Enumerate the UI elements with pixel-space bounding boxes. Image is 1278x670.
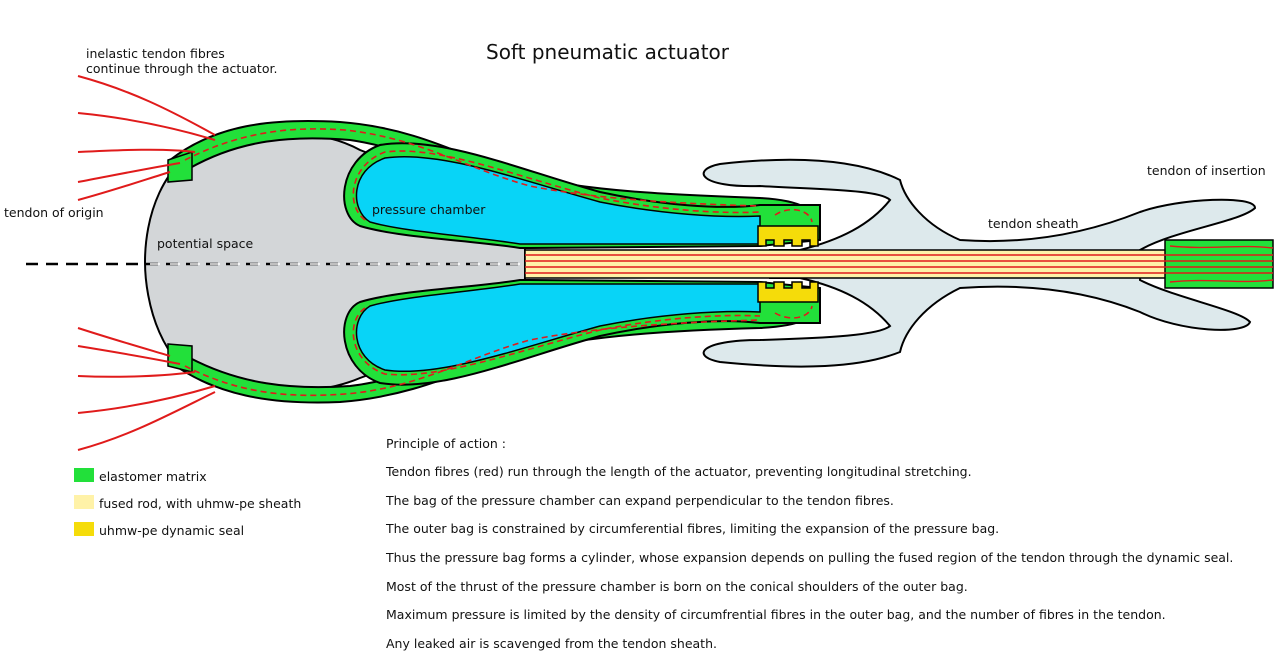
principle-line-7: Any leaked air is scavenged from the ten… xyxy=(386,636,717,651)
insertion-tendon-end xyxy=(1164,239,1274,289)
pressure-chamber-top xyxy=(355,155,761,245)
dynamic-seal-bottom xyxy=(757,281,819,303)
diagram-title: Soft pneumatic actuator xyxy=(486,40,729,64)
legend-label-elastomer: elastomer matrix xyxy=(99,469,207,484)
fused-rod xyxy=(524,249,1176,279)
principle-line-5: Most of the thrust of the pressure chamb… xyxy=(386,579,968,594)
dynamic-seal-top xyxy=(757,225,819,247)
legend-label-rod: fused rod, with uhmw-pe sheath xyxy=(99,496,302,511)
legend-swatch-rod xyxy=(74,495,94,509)
label-pressure-chamber: pressure chamber xyxy=(372,202,486,217)
tendon-fibres-origin xyxy=(77,75,216,451)
rod-fibres xyxy=(525,245,1274,283)
label-potential-space: potential space xyxy=(157,236,254,251)
principle-line-6: Maximum pressure is limited by the densi… xyxy=(386,607,1166,622)
principle-line-3: The outer bag is constrained by circumfe… xyxy=(386,521,1000,536)
label-tendon-origin: tendon of origin xyxy=(4,205,104,220)
circumferential-fibres xyxy=(184,128,813,397)
label-tendon-insertion: tendon of insertion xyxy=(1147,163,1266,178)
legend-swatch-elastomer xyxy=(74,468,94,482)
principles-heading: Principle of action : xyxy=(386,436,506,451)
origin-cap-top xyxy=(167,150,193,183)
label-fibres-line1: inelastic tendon fibres xyxy=(86,46,225,61)
label-tendon-sheath: tendon sheath xyxy=(988,216,1079,231)
principle-line-4: Thus the pressure bag forms a cylinder, … xyxy=(386,550,1234,565)
label-fibres-line2: continue through the actuator. xyxy=(86,61,278,76)
principle-line-2: The bag of the pressure chamber can expa… xyxy=(386,493,894,508)
principle-line-1: Tendon fibres (red) run through the leng… xyxy=(386,464,972,479)
legend-label-seal: uhmw-pe dynamic seal xyxy=(99,523,245,538)
pressure-chamber-bottom xyxy=(355,283,761,373)
legend-swatch-seal xyxy=(74,522,94,536)
